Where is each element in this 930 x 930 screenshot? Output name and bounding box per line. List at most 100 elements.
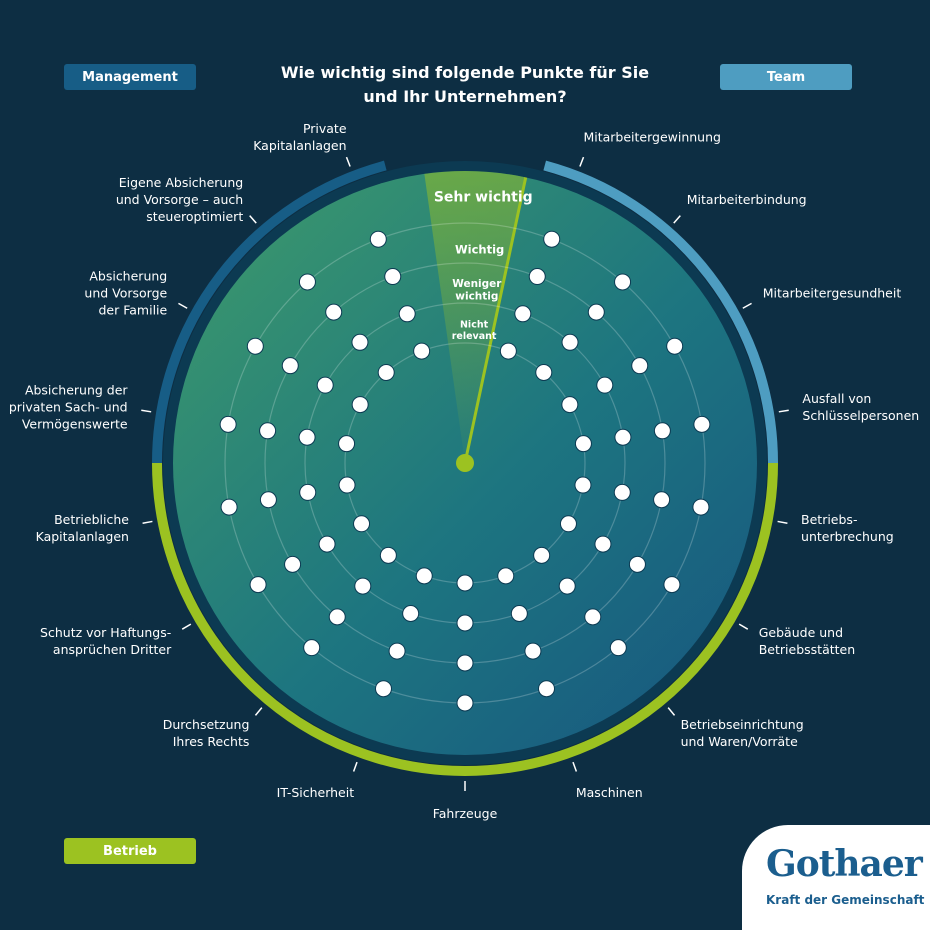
- rating-dot-15-2[interactable]: [351, 333, 369, 351]
- category-label-2: Mitarbeitergesundheit: [763, 286, 902, 301]
- rating-dot-16-3[interactable]: [413, 342, 431, 360]
- arc-team: [543, 160, 778, 464]
- rating-dots[interactable]: [219, 230, 711, 712]
- tick-6: [667, 707, 676, 716]
- rating-dot-6-3[interactable]: [533, 546, 551, 564]
- rating-dot-7-3[interactable]: [497, 567, 515, 585]
- rating-dot-14-0[interactable]: [246, 337, 264, 355]
- rating-dot-3-0[interactable]: [693, 415, 711, 433]
- rating-dot-8-1[interactable]: [456, 654, 474, 672]
- category-label-11: Schutz vor Haftungs-ansprüchen Dritter: [40, 625, 172, 657]
- legend-management: Management: [64, 64, 196, 90]
- rating-dot-5-0[interactable]: [663, 576, 681, 594]
- rating-dot-2-1[interactable]: [631, 357, 649, 375]
- rating-dot-2-0[interactable]: [666, 337, 684, 355]
- rating-dot-9-2[interactable]: [402, 604, 420, 622]
- tick-14: [178, 302, 188, 309]
- rating-dot-1-3[interactable]: [535, 363, 553, 381]
- category-label-7: Maschinen: [576, 785, 643, 800]
- rating-dot-10-1[interactable]: [328, 608, 346, 626]
- rating-dot-3-2[interactable]: [614, 428, 632, 446]
- rating-dot-0-3[interactable]: [499, 342, 517, 360]
- rating-dot-14-3[interactable]: [351, 396, 369, 414]
- rating-dot-13-0[interactable]: [219, 415, 237, 433]
- rating-dot-13-2[interactable]: [298, 428, 316, 446]
- rating-dot-16-2[interactable]: [398, 305, 416, 323]
- rating-dot-16-0[interactable]: [369, 230, 387, 248]
- center-dot: [456, 454, 474, 472]
- rating-dot-14-2[interactable]: [316, 376, 334, 394]
- rating-dot-15-0[interactable]: [298, 273, 316, 291]
- rating-dot-13-1[interactable]: [259, 422, 277, 440]
- rating-dot-4-3[interactable]: [574, 476, 592, 494]
- rating-dot-12-2[interactable]: [299, 483, 317, 501]
- rating-dot-11-0[interactable]: [249, 576, 267, 594]
- rating-dot-9-1[interactable]: [388, 642, 406, 660]
- rating-dot-9-0[interactable]: [374, 680, 392, 698]
- focus-line: [463, 177, 528, 464]
- rating-dot-0-1[interactable]: [528, 268, 546, 286]
- rating-dot-4-0[interactable]: [692, 498, 710, 516]
- rating-dot-0-2[interactable]: [514, 305, 532, 323]
- rating-dot-4-2[interactable]: [613, 483, 631, 501]
- rating-dot-8-0[interactable]: [456, 694, 474, 712]
- legend-team: Team: [720, 64, 852, 90]
- rating-dot-9-3[interactable]: [415, 567, 433, 585]
- rating-dot-7-0[interactable]: [538, 680, 556, 698]
- rating-dot-14-1[interactable]: [281, 357, 299, 375]
- rating-dot-5-2[interactable]: [594, 535, 612, 553]
- rating-dot-7-1[interactable]: [524, 642, 542, 660]
- ring-label-0: Sehr wichtig: [434, 190, 533, 206]
- rating-dot-5-1[interactable]: [628, 555, 646, 573]
- category-label-1: Mitarbeiterbindung: [687, 192, 807, 207]
- ring-label-1: Wichtig: [455, 243, 504, 257]
- rating-dot-7-2[interactable]: [510, 604, 528, 622]
- rating-dot-11-3[interactable]: [353, 515, 371, 533]
- title-line-1: und Ihr Unternehmen?: [363, 87, 566, 106]
- rating-dot-12-0[interactable]: [220, 498, 238, 516]
- rating-dot-5-3[interactable]: [559, 515, 577, 533]
- rating-dot-6-2[interactable]: [558, 577, 576, 595]
- title-line-0: Wie wichtig sind folgende Punkte für Sie: [281, 63, 649, 82]
- rating-dot-10-2[interactable]: [354, 577, 372, 595]
- rating-dot-11-2[interactable]: [318, 535, 336, 553]
- rating-dot-15-1[interactable]: [325, 303, 343, 321]
- rating-dot-12-1[interactable]: [259, 491, 277, 509]
- wheel-base: [163, 161, 767, 765]
- rating-dot-15-3[interactable]: [377, 363, 395, 381]
- category-ticks: [141, 156, 789, 791]
- rating-dot-6-0[interactable]: [609, 639, 627, 657]
- category-label-8: Fahrzeuge: [433, 806, 498, 821]
- rating-dot-13-3[interactable]: [338, 435, 356, 453]
- rating-dot-2-2[interactable]: [596, 376, 614, 394]
- rating-dot-8-3[interactable]: [456, 574, 474, 592]
- rating-dot-8-2[interactable]: [456, 614, 474, 632]
- rating-dot-0-0[interactable]: [543, 230, 561, 248]
- rating-dot-10-3[interactable]: [379, 546, 397, 564]
- category-labels: MitarbeitergewinnungMitarbeiterbindungMi…: [9, 121, 919, 821]
- rating-dot-16-1[interactable]: [384, 268, 402, 286]
- rating-dot-1-2[interactable]: [561, 333, 579, 351]
- rating-dot-10-0[interactable]: [303, 639, 321, 657]
- tick-11: [181, 623, 192, 630]
- rating-dot-11-1[interactable]: [284, 555, 302, 573]
- tick-4: [777, 520, 788, 525]
- tick-3: [778, 409, 789, 413]
- rating-dot-1-0[interactable]: [614, 273, 632, 291]
- rating-dot-3-3[interactable]: [574, 435, 592, 453]
- tick-10: [254, 707, 263, 716]
- tick-5: [738, 623, 749, 630]
- rating-dot-6-1[interactable]: [584, 608, 602, 626]
- rating-dot-1-1[interactable]: [587, 303, 605, 321]
- rating-dot-4-1[interactable]: [653, 491, 671, 509]
- rating-dot-2-3[interactable]: [561, 396, 579, 414]
- rating-dot-3-1[interactable]: [653, 422, 671, 440]
- category-label-4: Betriebs-unterbrechung: [801, 512, 894, 544]
- rating-dot-12-3[interactable]: [338, 476, 356, 494]
- logo-claim: Kraft der Gemeinschaft: [766, 893, 925, 907]
